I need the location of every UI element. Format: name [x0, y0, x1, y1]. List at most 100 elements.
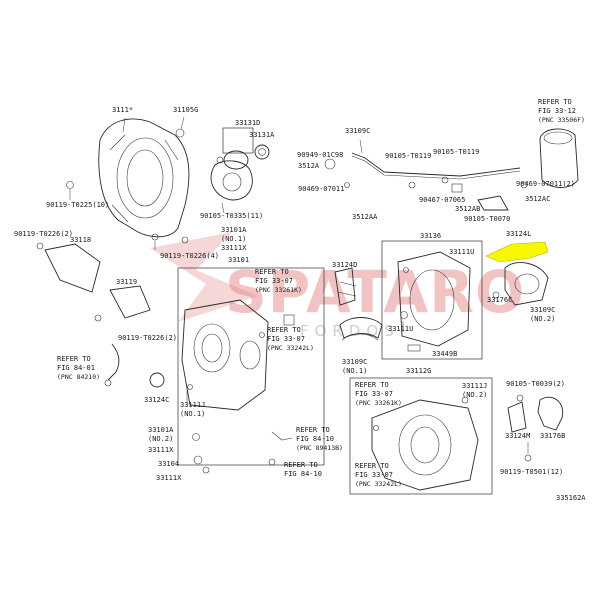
leader-90105-t0335	[221, 202, 225, 214]
bracket-3512ac	[477, 195, 509, 211]
label-33118: 33118	[70, 236, 91, 244]
label-fig-84-01: FIG 84-01	[57, 364, 95, 372]
bolt-90105-t0039	[516, 394, 524, 402]
retainer-bolt	[216, 156, 224, 164]
label-3111: 3111*	[112, 106, 133, 114]
extension-housing-bore	[543, 131, 573, 145]
label-3512aa: 3512AA	[352, 213, 378, 221]
label-31105g: 31105G	[173, 106, 198, 114]
synchro-ring-inner	[341, 333, 379, 341]
label-33449b: 33449B	[432, 350, 457, 358]
bolt-33111x	[151, 233, 159, 241]
label-90119-t0226-4: 90119-T0226(4)	[160, 252, 219, 260]
label-90105-t0039: 90105-T0039(2)	[506, 380, 565, 388]
bracket-33119	[109, 285, 151, 319]
bolt-33176c	[492, 291, 500, 299]
label-pnc-33506f: (PNC 33506F)	[538, 116, 585, 124]
label-90105-t0335: 90105-T0335(11)	[200, 212, 263, 220]
label-no2-a: (NO.2)	[148, 435, 173, 443]
label-no1-b: (NO.1)	[180, 410, 205, 418]
bell-housing-inner-bore	[126, 149, 164, 207]
label-refer-84-10-b: REFER TO	[284, 461, 318, 469]
bolt-90119-t0501	[524, 454, 532, 462]
oil-seal-33131a	[254, 144, 270, 160]
leader-3111	[122, 117, 126, 133]
label-pnc-33261k: (PNC 33261K)	[255, 286, 302, 294]
plug-33111x-b	[202, 466, 210, 474]
watermark-subtext: FORDOS	[300, 322, 400, 340]
label-33119: 33119	[116, 278, 137, 286]
label-fig-33-12: FIG 33-12	[538, 107, 576, 115]
label-33111x-top: 33111X	[221, 244, 247, 252]
label-pnc-84210: (PNC 84210)	[57, 373, 100, 381]
case-bore-inner	[201, 333, 223, 363]
leader-33109c	[359, 139, 363, 154]
bush-33111j-right	[461, 396, 469, 404]
adapter-assembly	[334, 241, 549, 352]
figure-code: 335162A	[556, 494, 586, 502]
adapter-bolt	[403, 267, 409, 273]
label-refer-84: REFER TO	[57, 355, 91, 363]
bush-33111u	[400, 311, 408, 319]
label-33101a-no2: 33101A	[148, 426, 174, 434]
nut-90469-07011-2	[520, 181, 528, 189]
label-fig-33-07-b: FIG 33-07	[267, 335, 305, 343]
label-33101: 33101	[228, 256, 249, 264]
box-33136	[381, 240, 483, 360]
transmission-case	[181, 299, 295, 474]
plug-33124c	[149, 372, 165, 388]
bolt-90119-t0226-4	[181, 236, 189, 244]
label-33136: 33136	[420, 232, 441, 240]
label-33176b: 33176B	[540, 432, 565, 440]
label-pnc-33261k-b: (PNC 33261K)	[355, 399, 402, 407]
label-33111j-left: 33111J	[180, 401, 205, 409]
label-33109c-no1: 33109C	[342, 358, 367, 366]
synchro-hub-33176b	[537, 396, 564, 431]
bolt-90119-t0225	[66, 181, 74, 189]
label-pnc-33242l: (PNC 33242L)	[267, 344, 314, 352]
shift-fork-rails	[337, 281, 357, 297]
speed-sensor	[104, 379, 112, 387]
label-33176c: 33176C	[487, 296, 512, 304]
label-33104: 33104	[158, 460, 179, 468]
label-33109c-top: 33109C	[345, 127, 370, 135]
bell-housing-bore	[116, 137, 174, 219]
label-33111u-bot: 33111U	[388, 325, 413, 333]
label-no2-c: (NO.2)	[462, 391, 487, 399]
label-90949-01c98: 90949-01C98	[297, 151, 343, 159]
label-90105-t0119: 90105-T0119	[385, 152, 431, 160]
label-no1-c: (NO.1)	[342, 367, 367, 375]
transmission-case-body	[181, 299, 269, 411]
label-33111x-bot: 33111X	[156, 474, 182, 482]
label-no1-a: (NO.1)	[221, 235, 246, 243]
bracket-3512ab	[451, 183, 463, 193]
sensor-clip	[268, 458, 276, 466]
label-90119-t0226-2b: 90119-T0226(2)	[118, 334, 177, 342]
label-fig-33-07-d: FIG 33-07	[355, 471, 393, 479]
right-fork-assembly	[507, 394, 564, 462]
bolt-90105-t0119b	[441, 176, 449, 184]
label-no2-b: (NO.2)	[530, 315, 555, 323]
box-33131d	[222, 127, 254, 154]
label-33111x-mid: 33111X	[148, 446, 174, 454]
case-bore-rear	[239, 340, 261, 370]
label-33124c: 33124C	[144, 396, 169, 404]
label-refer-c: REFER TO	[355, 381, 389, 389]
shift-rod	[351, 152, 521, 177]
watermark-logo-mark	[150, 232, 258, 322]
extension-housing	[539, 128, 579, 188]
label-3512a: 3512A	[298, 162, 320, 170]
bell-housing-assembly	[66, 116, 190, 238]
label-90105-t0119-b: 90105-T0119	[433, 148, 479, 156]
nut-3512a	[344, 182, 350, 188]
label-fig-84-10-a: FIG 84-10	[296, 435, 334, 443]
left-bracket-assembly	[36, 233, 189, 388]
label-33109c-no2: 33109C	[530, 306, 555, 314]
label-90119-t0501: 90119-T0501(12)	[500, 468, 563, 476]
shift-lever-assembly	[324, 128, 579, 211]
label-refer-a: REFER TO	[255, 268, 289, 276]
bush-33111j	[283, 314, 295, 326]
highlighted-part-33124l[interactable]	[485, 241, 549, 263]
label-33131d: 33131D	[235, 119, 260, 127]
label-pnc-89413b: (PNC 89413B)	[296, 444, 343, 452]
